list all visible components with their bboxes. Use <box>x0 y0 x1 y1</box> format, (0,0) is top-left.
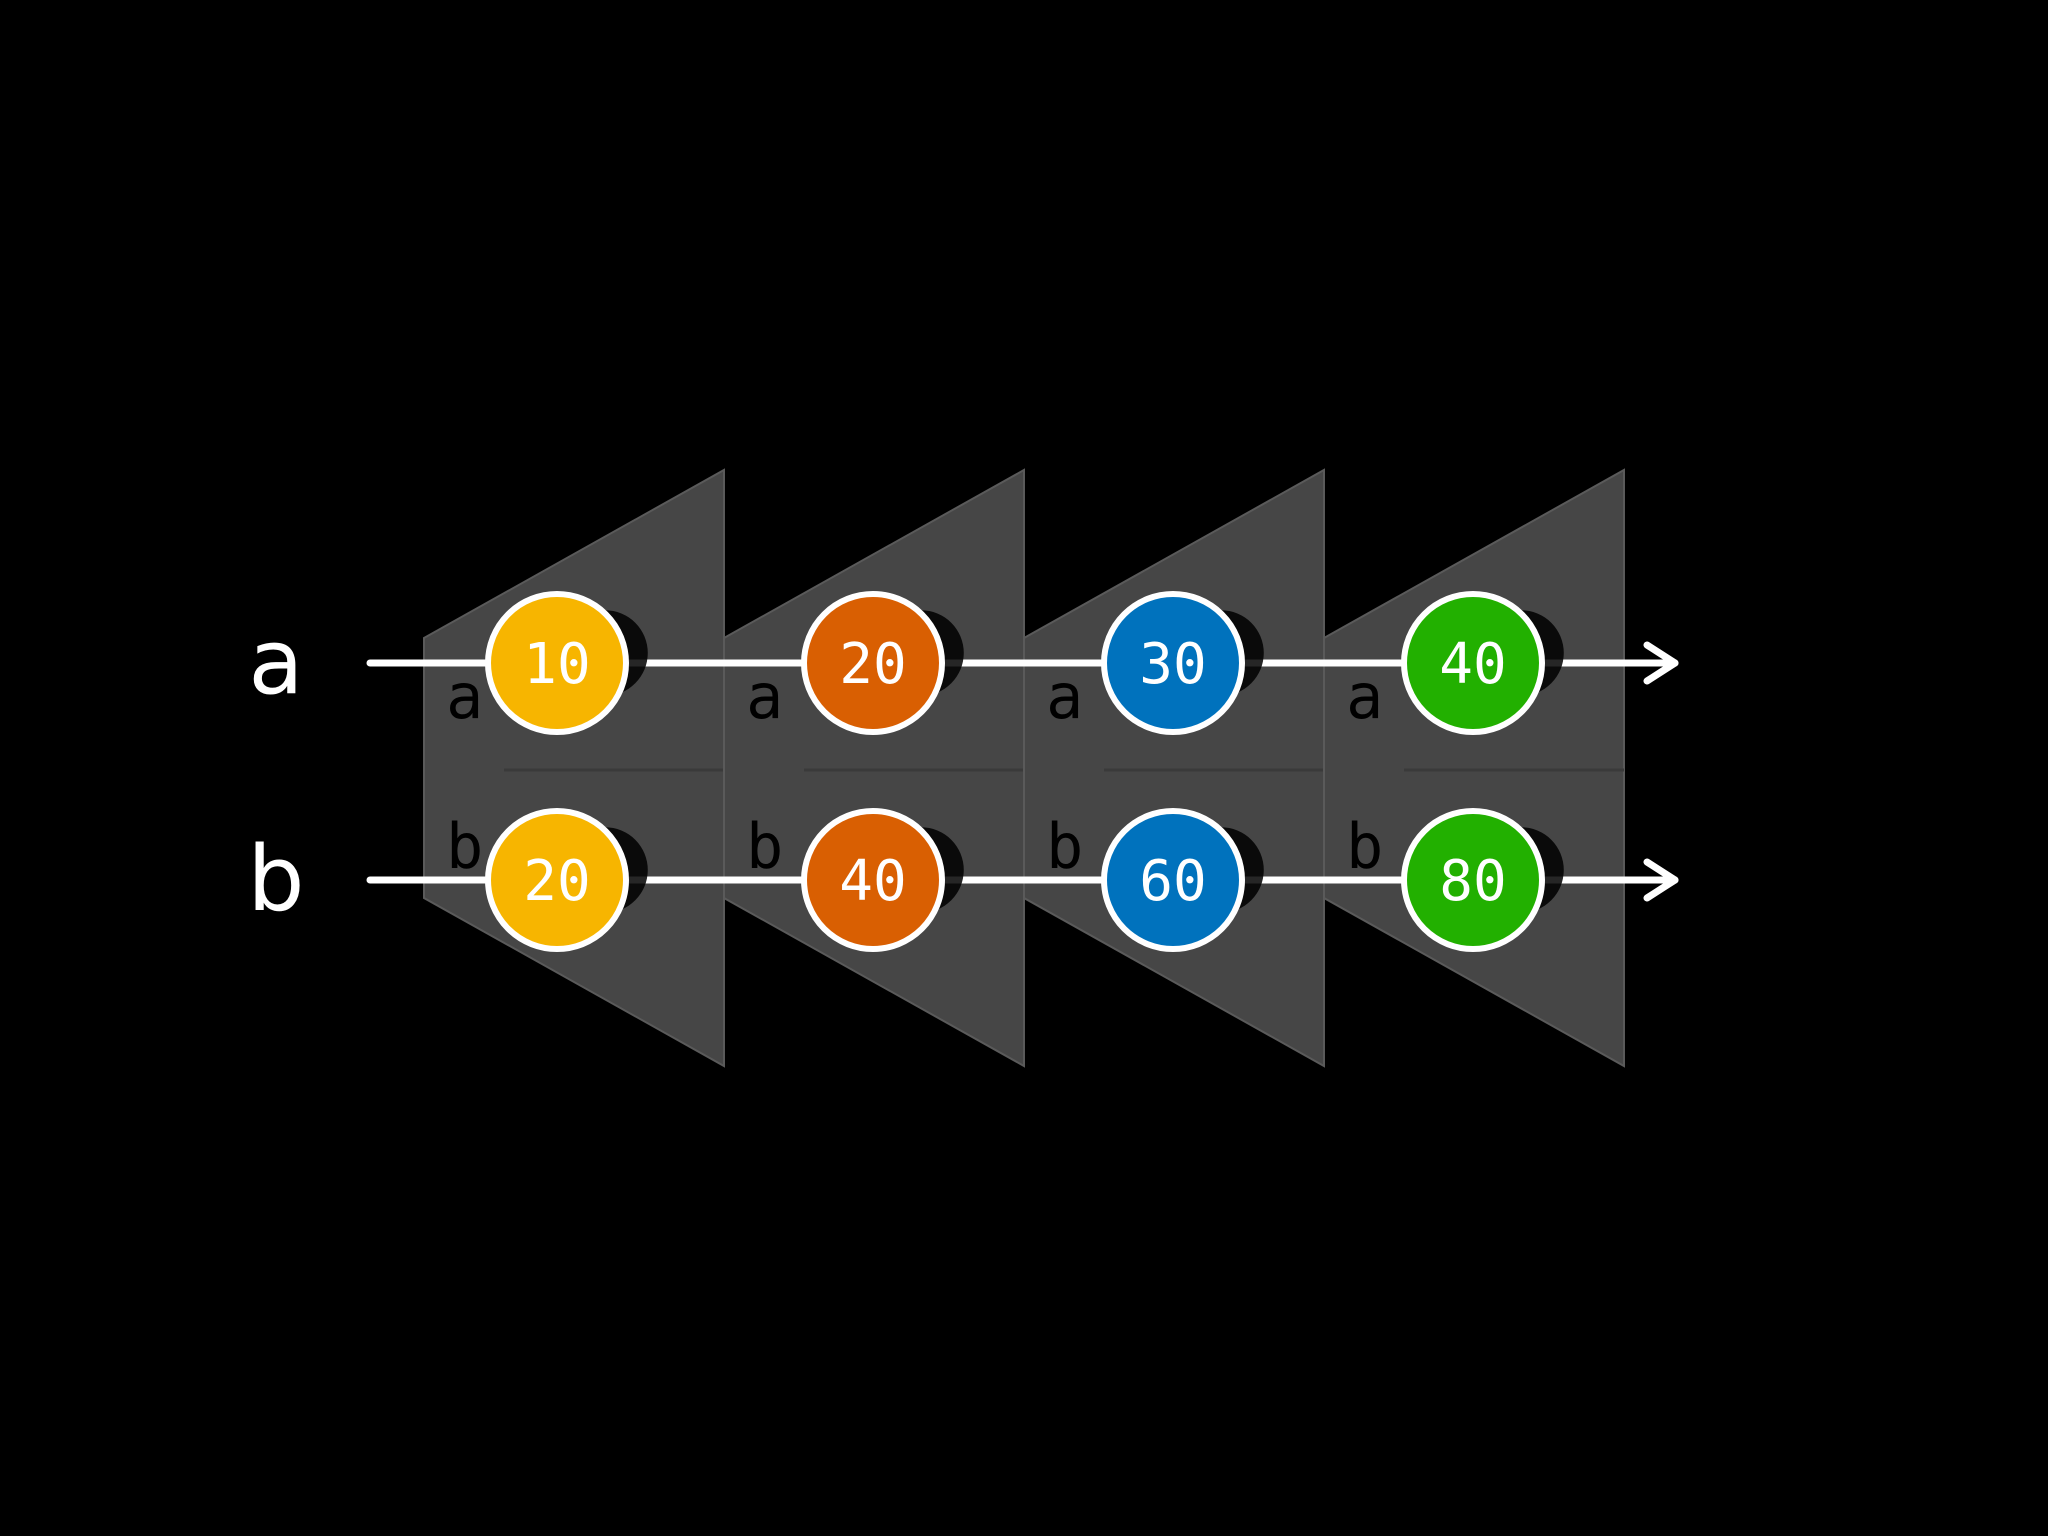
stream-marbles: 10 20 30 40 20 40 60 80 <box>485 591 1564 952</box>
marble-a-4 <box>1401 591 1545 735</box>
marble-b-2 <box>801 808 945 952</box>
marble-value: 40 <box>1439 632 1506 697</box>
marble-value: 20 <box>523 849 590 914</box>
marble-value: 40 <box>839 849 906 914</box>
arrowhead-icon <box>1643 641 1679 685</box>
marble-a-2 <box>801 591 945 735</box>
stage-panels: a b a b a b a b <box>423 468 1625 1068</box>
marble-value: 60 <box>1139 849 1206 914</box>
marble-value: 10 <box>523 632 590 697</box>
stage-panel-letter: a <box>1346 660 1383 733</box>
marble-b-1 <box>485 808 629 952</box>
stage-panel-letter: a <box>1046 660 1083 733</box>
stage-panel-4 <box>1323 468 1625 1068</box>
stage-panel-letter: b <box>746 810 783 883</box>
stage-panel-letter: b <box>446 810 483 883</box>
stage-panel-letter: a <box>746 660 783 733</box>
stage-panel-3 <box>1023 468 1325 1068</box>
row-label-b: b <box>247 827 304 932</box>
stage-panel-2 <box>723 468 1025 1068</box>
marble-value: 80 <box>1439 849 1506 914</box>
marble-a-1 <box>485 591 629 735</box>
arrowhead-icon <box>1643 858 1679 902</box>
stage-panel-letter: b <box>1346 810 1383 883</box>
row-labels: ab <box>247 610 304 932</box>
marble-value: 30 <box>1139 632 1206 697</box>
marble-b-4 <box>1401 808 1545 952</box>
stage-panel-letter: b <box>1046 810 1083 883</box>
marble-b-3 <box>1101 808 1245 952</box>
stage-panel-letter: a <box>446 660 483 733</box>
marble-a-3 <box>1101 591 1245 735</box>
row-label-a: a <box>248 610 303 715</box>
marble-value: 20 <box>839 632 906 697</box>
